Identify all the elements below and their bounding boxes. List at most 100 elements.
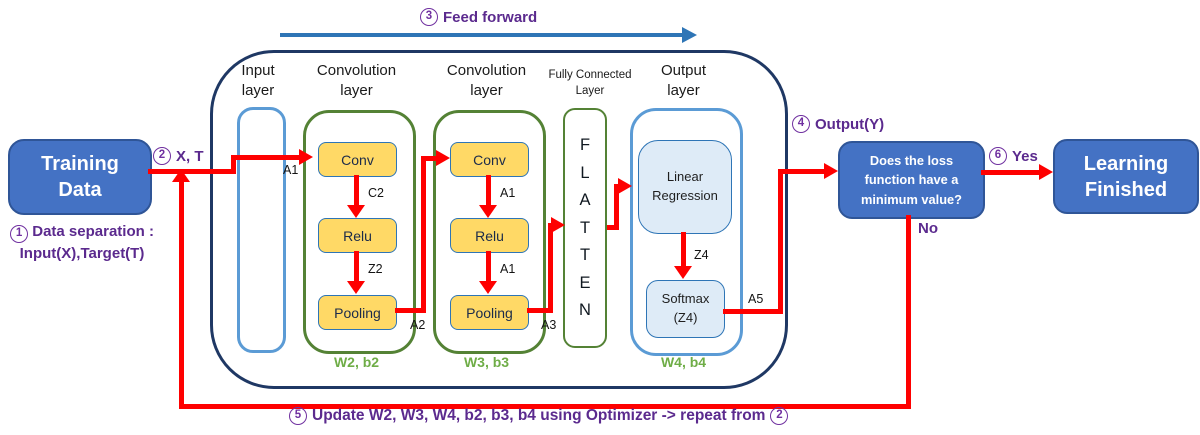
softmax-label-line1: Softmax [661,291,710,307]
input-layer-title: Input layer [228,61,288,100]
loss-line3: minimum value? [861,191,962,207]
output-layer-title: Output layer [630,61,737,100]
conv2-relu-pool-segment [486,251,491,282]
step6-yes-label: 6 Yes [989,147,1038,165]
edge-label-a5: A5 [748,292,764,306]
step4-number-badge: 4 [792,115,810,133]
step6-number-badge: 6 [989,147,1007,165]
linear-regression-label: Linear Regression [652,169,718,203]
softmax-out-vertical-segment [778,169,783,314]
loss-line1: Does the loss [869,153,954,169]
edge-training-jog-segment [231,155,236,174]
training-data-line2: Data [58,179,102,201]
conv1-conv-relu-segment [354,175,359,206]
conv2-conv-relu-segment [486,175,491,206]
edge-label-c2: C2 [368,186,384,200]
conv2-title-line1: Convolution [446,62,527,79]
yes-segment [981,170,1040,175]
conv1-layer-title: Convolution layer [303,61,410,100]
training-data-node: Training Data [8,139,152,215]
linear-softmax-arrowhead [674,266,692,279]
conv2-weights-label: W3, b3 [463,354,510,370]
conv2-relu-pool-arrowhead [479,281,497,294]
edge-label-a1-input: A1 [283,163,299,177]
conv1-conv-label: Conv [341,151,374,168]
step5-number-badge: 5 [289,407,307,425]
feedback-up-segment [179,182,184,409]
conv1-title-line1: Convolution [316,62,397,79]
step2-text: X, T [176,147,204,165]
edge-into-conv1-segment [231,155,299,160]
conv1-conv-relu-arrowhead [347,205,365,218]
step1-text-line1: Data separation : [32,223,154,240]
feedback-up-arrowhead [172,169,190,182]
output-title-line1: Output [660,62,707,79]
conv1-pooling-label: Pooling [334,304,381,321]
conv2-layer-title: Convolution layer [433,61,540,100]
step4-output-label: 4 Output(Y) [792,115,884,133]
conv2-out-arrowhead [551,217,565,233]
fc-title-line2: Layer [575,84,605,97]
linear-softmax-segment [681,232,686,268]
learning-finished-line1: Learning [1083,152,1169,175]
step6-text: Yes [1012,147,1038,165]
step1-text-line2: Input(X),Target(T) [19,244,145,262]
step4-text: Output(Y) [815,115,885,133]
step1-number-badge: 1 [10,224,29,243]
edge-label-a1-mid2: A1 [500,262,516,276]
flatten-out-horizontal-segment [607,225,619,230]
conv2-conv-box: Conv [450,142,529,177]
edge-training-out-segment [148,169,236,174]
conv1-pooling-box: Pooling [318,295,397,330]
conv2-out-horizontal-segment [527,308,553,313]
feed-forward-arrowhead [682,27,697,43]
input-layer-title-line2: layer [241,81,275,99]
step2-number-badge: 2 [153,147,171,165]
feed-forward-arrow-line [280,33,684,37]
flatten-out-arrowhead [618,178,632,194]
edge-label-a2: A2 [410,318,426,332]
output-title-line2: layer [667,81,700,99]
conv2-relu-box: Relu [450,218,529,253]
step3-feed-forward-label: 3 Feed forward [420,8,537,26]
softmax-label-line2: (Z4) [673,310,698,325]
conv1-relu-pool-arrowhead [347,281,365,294]
no-label: No [918,220,938,237]
feedback-bottom-segment [179,404,911,409]
no-text: No [918,220,938,237]
fc-title-line1: Fully Connected [548,69,632,81]
conv1-out-vertical-segment [421,156,426,313]
conv1-relu-pool-segment [354,251,359,282]
step1-data-separation-label: 1 Data separation : Input(X),Target(T) [0,221,164,265]
training-data-line1: Training [41,153,119,175]
conv2-pooling-label: Pooling [466,304,513,321]
conv1-out-horizontal-segment [395,308,426,313]
feed-forward-text: Feed forward [443,8,538,26]
flatten-box: F L A T T E N [563,108,607,348]
step3-number-badge: 3 [420,8,438,26]
step5-update-label: 5 Update W2, W3, W4, b2, b3, b4 using Op… [289,407,789,425]
step5-repeat-number-badge: 2 [770,407,789,425]
edge-label-a1-mid1: A1 [500,186,516,200]
conv2-conv-relu-arrowhead [479,205,497,218]
into-loss-arrowhead [824,163,838,179]
conv1-relu-box: Relu [318,218,397,253]
flatten-letter: L [580,163,590,182]
conv2-title-line2: layer [470,81,503,99]
conv1-out-arrowhead [436,150,450,166]
edge-into-conv1-arrowhead [299,149,313,165]
loss-line2: function have a [864,172,959,188]
input-layer-lane [237,107,286,353]
flatten-letter: A [579,191,591,209]
learning-finished-node: Learning Finished [1053,139,1199,214]
flatten-letter: F [579,136,591,154]
softmax-box: Softmax (Z4) [646,280,725,338]
conv1-out-top-segment [421,156,437,161]
output-weights-label: W4, b4 [660,354,707,370]
learning-finished-line2: Finished [1084,178,1168,201]
linear-regression-box: Linear Regression [638,140,732,234]
conv1-weights-label: W2, b2 [333,354,380,370]
conv2-conv-label: Conv [473,151,506,168]
flatten-letter: N [579,301,591,319]
conv1-title-line2: layer [340,81,373,99]
